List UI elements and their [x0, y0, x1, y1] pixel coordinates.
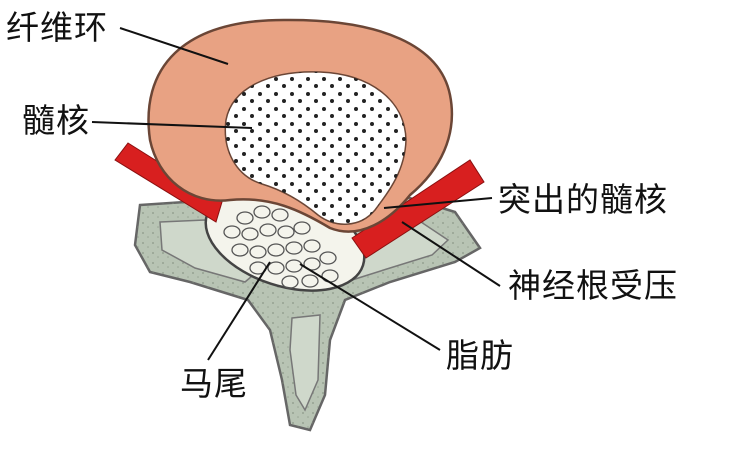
nucleus-pulposus: [224, 71, 407, 225]
leader-lines: [91, 27, 501, 361]
label-fat: 脂肪: [446, 336, 514, 375]
label-nucleus-pulposus: 髓核: [22, 101, 90, 140]
label-annulus-fibrosus: 纤维环: [6, 8, 108, 47]
label-nerve-root-compression: 神经根受压: [508, 266, 678, 305]
label-herniated-nucleus: 突出的髓核: [498, 180, 668, 219]
label-cauda-equina: 马尾: [180, 364, 248, 403]
nerve-roots: [114, 142, 485, 259]
